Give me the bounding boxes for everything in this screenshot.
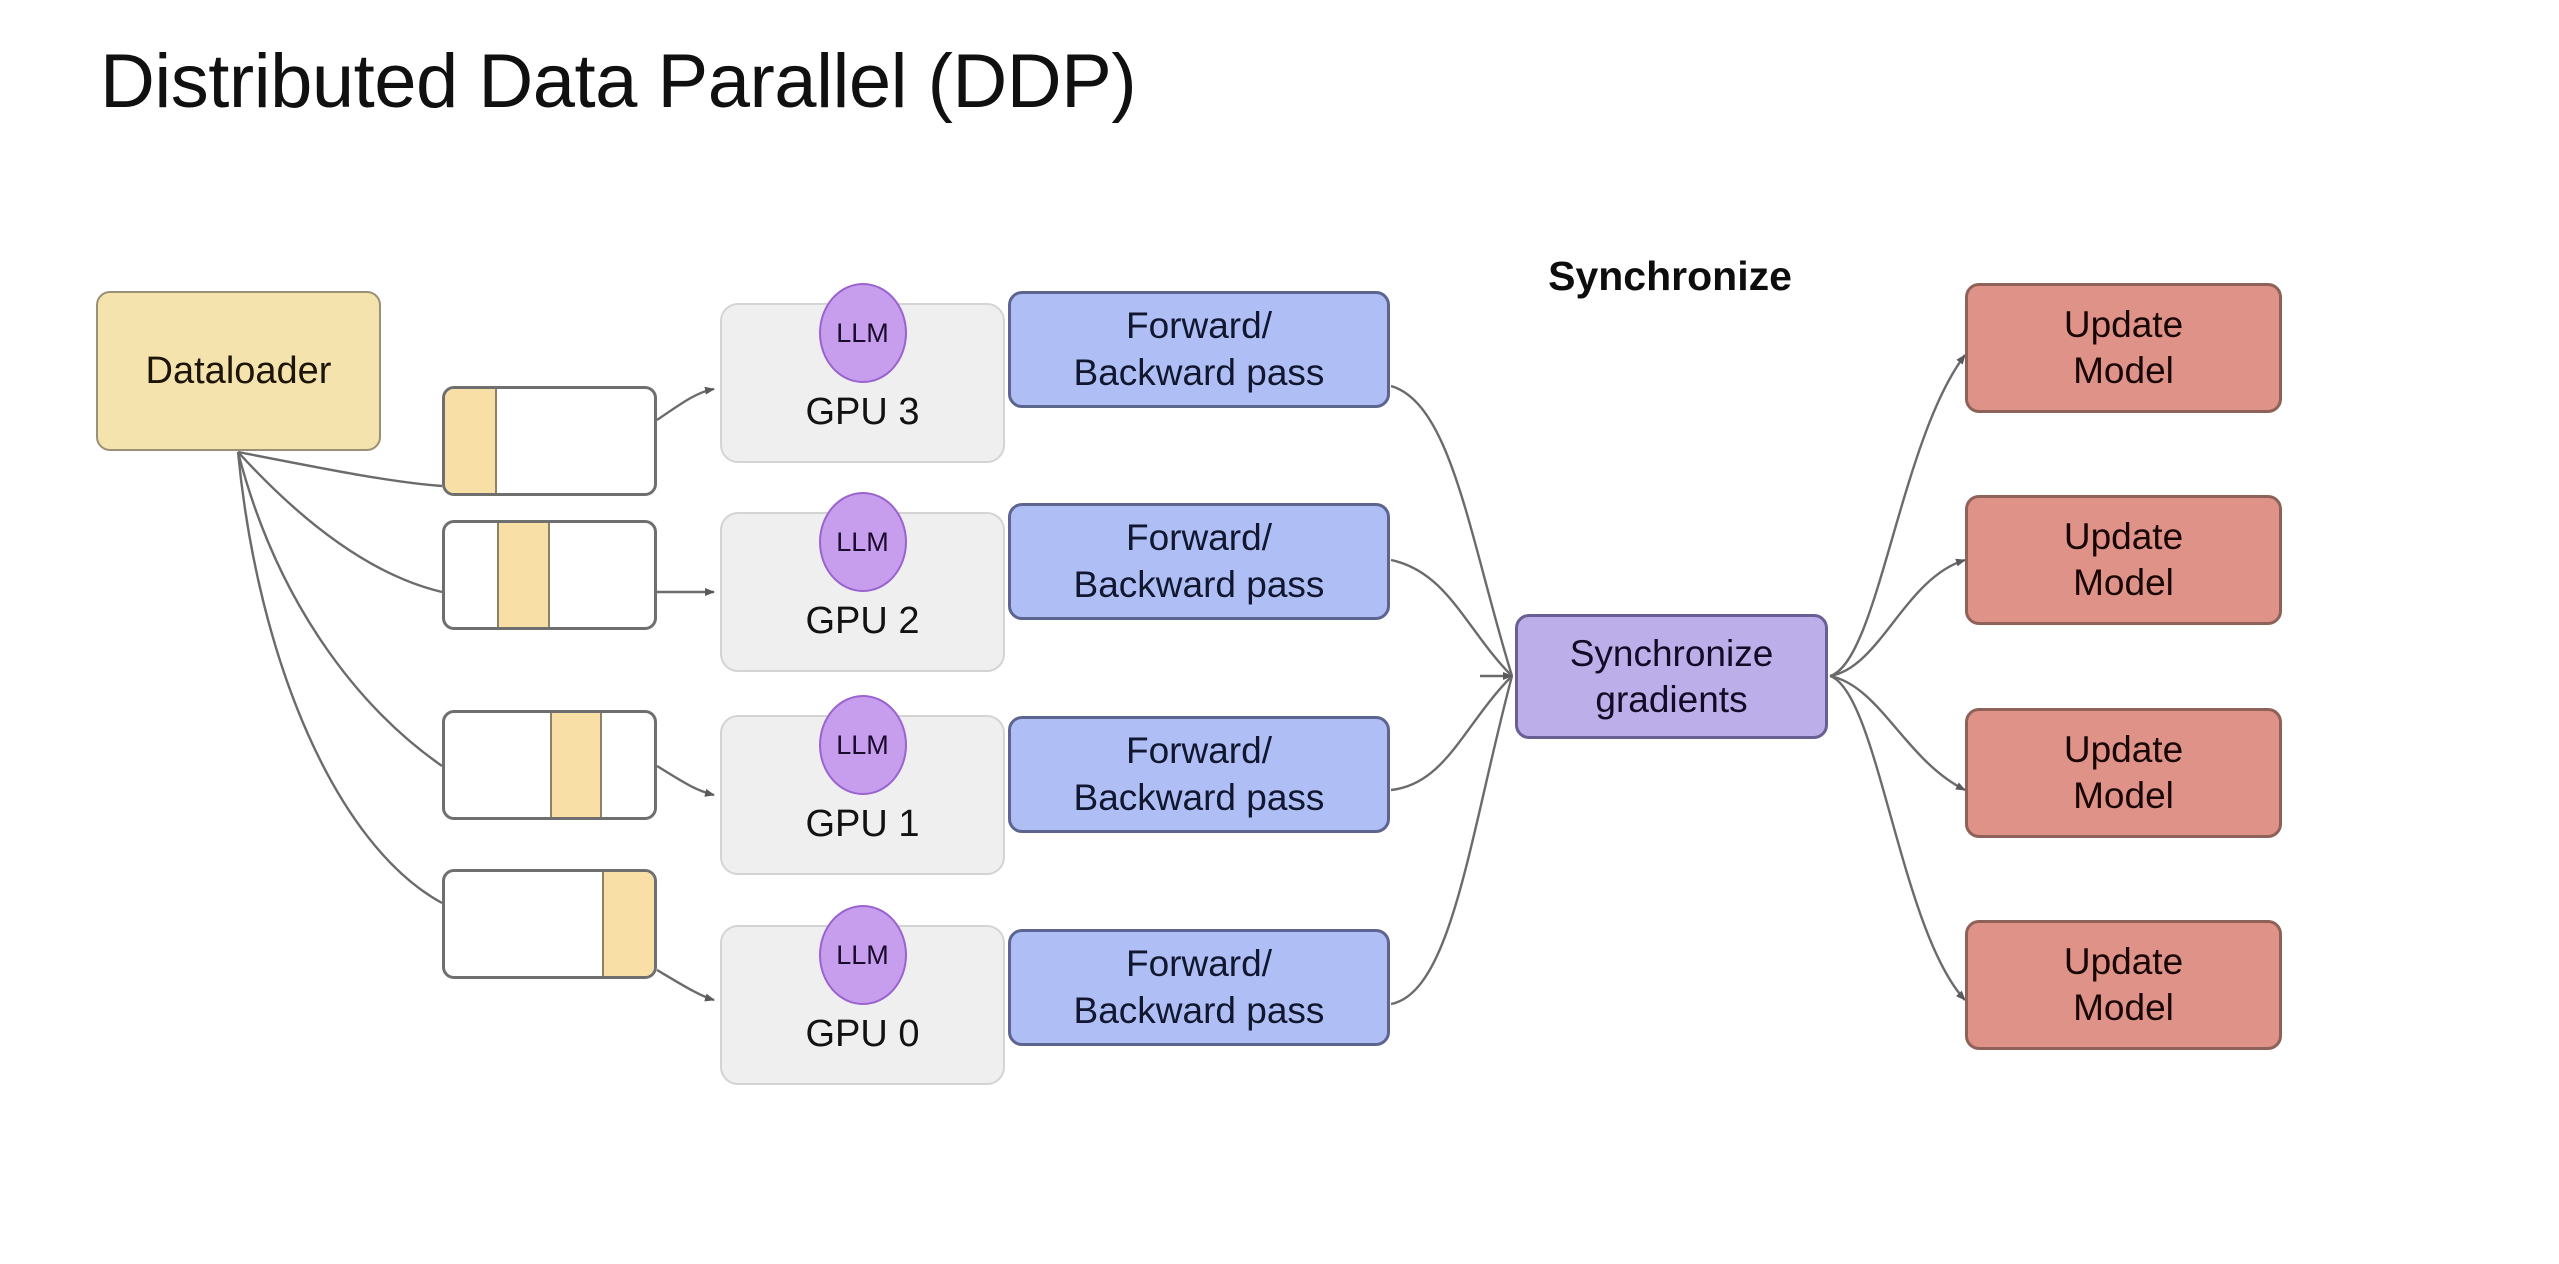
edge-forward-0-to-sync <box>1390 384 1514 677</box>
forward-backward-pass-node[interactable]: Forward/ Backward pass <box>1008 716 1390 833</box>
edge-dataloader-to-shard-2 <box>236 451 443 767</box>
batch-shard-box[interactable] <box>442 520 657 630</box>
batch-shard-box[interactable] <box>442 710 657 820</box>
forward-backward-pass-node[interactable]: Forward/ Backward pass <box>1008 503 1390 620</box>
synchronize-header: Synchronize <box>1548 253 1792 299</box>
edge-shard-3-to-gpu-0 <box>656 968 715 1002</box>
edge-shard-0-to-gpu-3 <box>656 386 715 421</box>
edge-dataloader-to-shard-3 <box>236 451 443 905</box>
batch-shard-highlight <box>549 713 602 817</box>
update-model-node[interactable]: Update Model <box>1965 495 2282 625</box>
llm-label: LLM <box>836 729 889 760</box>
synchronize-gradients-node[interactable]: Synchronize gradients <box>1515 614 1828 739</box>
dataloader-label: Dataloader <box>145 349 332 392</box>
llm-label: LLM <box>836 317 889 348</box>
gpu-label: GPU 2 <box>805 600 920 642</box>
gpu-label: GPU 3 <box>805 391 920 433</box>
update-model-node[interactable]: Update Model <box>1965 283 2282 413</box>
gpu-card[interactable]: LLM GPU 1 <box>720 695 1005 875</box>
edge-sync-to-update-3 <box>1829 674 1966 1001</box>
batch-shard-highlight <box>445 389 498 493</box>
llm-icon: LLM <box>818 492 907 592</box>
edge-dataloader-to-shard-1 <box>237 451 443 594</box>
batch-shard-highlight <box>497 523 550 627</box>
edge-forward-2-to-sync <box>1390 675 1513 792</box>
page-title: Distributed Data Parallel (DDP) <box>100 39 1137 124</box>
batch-shard-box[interactable] <box>442 869 657 979</box>
gpu-card[interactable]: LLM GPU 2 <box>720 492 1005 672</box>
gpu-label: GPU 0 <box>805 1013 920 1055</box>
update-model-node[interactable]: Update Model <box>1965 920 2282 1050</box>
edge-shard-2-to-gpu-1 <box>656 764 715 797</box>
forward-backward-pass-node[interactable]: Forward/ Backward pass <box>1008 929 1390 1046</box>
update-model-node[interactable]: Update Model <box>1965 708 2282 838</box>
gpu-card[interactable]: LLM GPU 0 <box>720 905 1005 1085</box>
batch-shard-highlight <box>601 872 654 976</box>
batch-shard-box[interactable] <box>442 386 657 496</box>
forward-backward-pass-node[interactable]: Forward/ Backward pass <box>1008 291 1390 408</box>
edge-dataloader-to-shard-0 <box>237 450 443 488</box>
llm-icon: LLM <box>818 695 907 795</box>
llm-icon: LLM <box>818 283 907 383</box>
gpu-card[interactable]: LLM GPU 3 <box>720 283 1005 463</box>
edge-sync-to-update-0 <box>1829 354 1966 678</box>
edge-sync-to-update-1 <box>1829 558 1966 678</box>
edge-forward-3-to-sync <box>1390 675 1514 1006</box>
llm-label: LLM <box>836 526 889 557</box>
edge-forward-1-to-sync <box>1390 558 1513 677</box>
llm-icon: LLM <box>818 905 907 1005</box>
gpu-label: GPU 1 <box>805 803 920 845</box>
llm-label: LLM <box>836 939 889 970</box>
dataloader-node[interactable]: Dataloader <box>96 291 381 451</box>
edge-sync-to-update-2 <box>1829 674 1966 792</box>
